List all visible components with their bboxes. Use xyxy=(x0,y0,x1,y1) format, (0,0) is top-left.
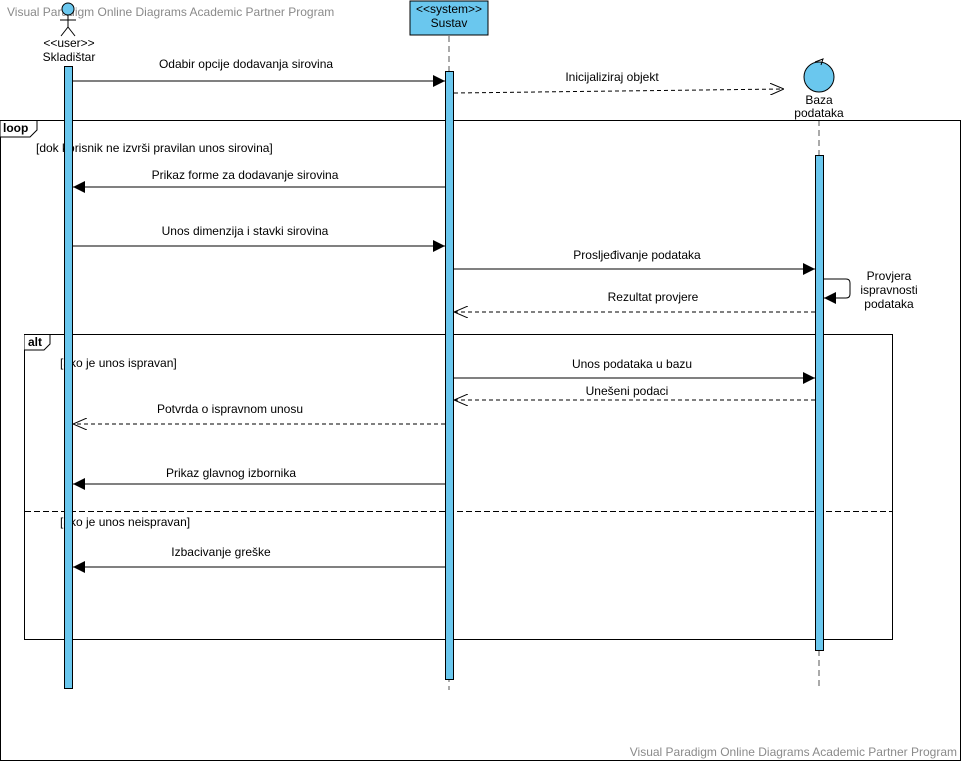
loop-keyword: loop xyxy=(3,121,28,135)
system-box xyxy=(409,0,489,36)
message-arrow-2 xyxy=(453,89,784,93)
alt-keyword: alt xyxy=(28,335,42,349)
message-label-6-line1: Provjera xyxy=(867,269,912,283)
message-label-6-line2: ispravnosti xyxy=(860,283,917,297)
message-label-6-line3: podataka xyxy=(864,297,914,311)
system-stereotype: <<system>> xyxy=(416,2,482,16)
message-label-3: Prikaz forme za dodavanje sirovina xyxy=(152,168,339,182)
alt-tab xyxy=(24,334,51,351)
database-name-line2: podataka xyxy=(794,106,844,120)
message-label-11: Prikaz glavnog izbornika xyxy=(166,466,296,480)
loop-tab xyxy=(0,120,38,138)
database-name-line1: Baza xyxy=(805,93,833,107)
message-label-4: Unos dimenzija i stavki sirovina xyxy=(162,224,329,238)
system-name: Sustav xyxy=(431,16,468,30)
alt-guard-2: [ako je unos neispravan] xyxy=(60,515,190,529)
alt-guard-1: [ako je unos ispravan] xyxy=(60,356,177,370)
stick-figure-icon xyxy=(60,2,76,37)
entity-circle-icon xyxy=(803,58,835,93)
user-name: Skladištar xyxy=(43,50,96,64)
watermark-top: Visual Paradigm Online Diagrams Academic… xyxy=(7,5,334,19)
loop-guard: [dok korisnik ne izvrši pravilan unos si… xyxy=(36,141,273,155)
message-label-8: Unos podataka u bazu xyxy=(572,357,692,371)
system-activation-bar xyxy=(445,71,454,680)
message-label-9: Unešeni podaci xyxy=(586,384,669,398)
message-label-12: Izbacivanje greške xyxy=(171,545,271,559)
alt-fragment xyxy=(24,334,893,640)
message-label-2: Inicijaliziraj objekt xyxy=(565,70,659,84)
message-label-7: Rezultat provjere xyxy=(608,290,699,304)
loop-fragment xyxy=(0,120,961,761)
watermark-bottom: Visual Paradigm Online Diagrams Academic… xyxy=(630,745,957,759)
message-label-10: Potvrda o ispravnom unosu xyxy=(157,402,303,416)
message-label-5: Prosljeđivanje podataka xyxy=(573,248,701,262)
user-activation-bar xyxy=(64,66,73,689)
user-stereotype: <<user>> xyxy=(43,36,94,50)
message-arrow-6-self xyxy=(824,278,851,304)
database-activation-bar xyxy=(815,155,824,651)
message-label-1: Odabir opcije dodavanja sirovina xyxy=(159,57,333,71)
